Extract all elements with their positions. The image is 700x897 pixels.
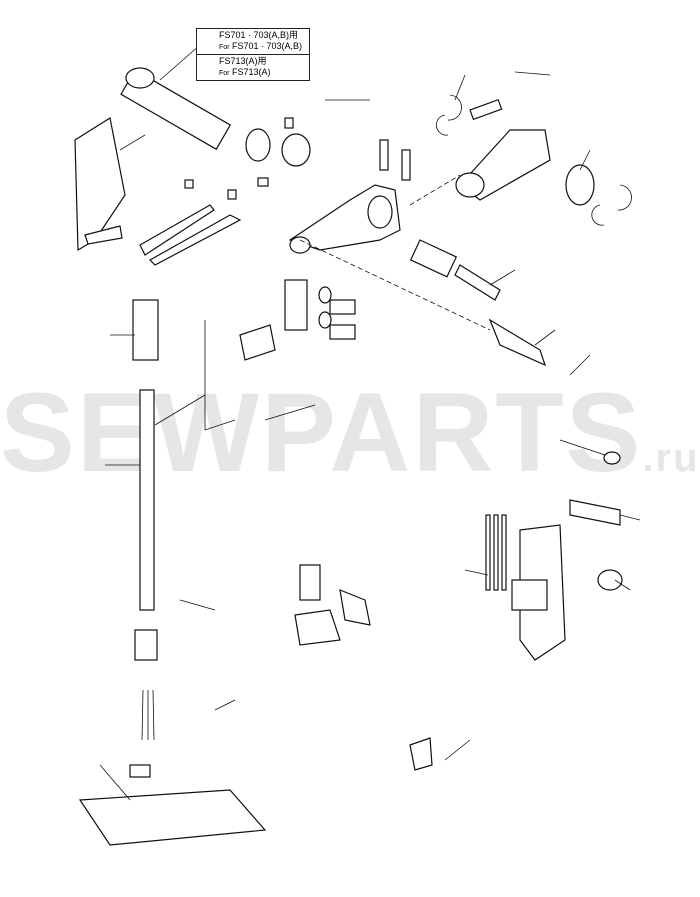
collars <box>245 117 311 187</box>
guard-plate <box>74 117 126 252</box>
needle-bar <box>132 299 159 741</box>
label-en-fs713: FS713(A) <box>232 67 271 77</box>
label-for-prefix: For <box>219 44 230 51</box>
needle-clamp-parts <box>294 564 371 646</box>
throat-plate <box>78 764 267 846</box>
springs-and-rods <box>139 179 242 266</box>
label-row-fs701-703: FS701 · 703(A,B)用 For FS701 · 703(A,B) <box>197 29 309 54</box>
connecting-rod <box>436 94 632 226</box>
model-applicability-label: FS701 · 703(A,B)用 For FS701 · 703(A,B) F… <box>196 28 310 81</box>
label-jp-fs713: FS713(A)用 <box>219 56 267 66</box>
label-en-fs701: FS701 · 703(A,B) <box>232 41 303 51</box>
label-for-prefix: For <box>219 70 230 77</box>
watermark-suffix: .ru <box>642 436 700 480</box>
leader-lines <box>99 71 641 801</box>
watermark: SEWPARTS.ru <box>0 368 700 497</box>
sleeves <box>409 239 546 367</box>
right-bracket <box>409 439 623 771</box>
rocker-arm <box>288 139 411 254</box>
watermark-text: SEWPARTS <box>0 370 643 495</box>
top-shaft-part <box>120 44 232 151</box>
label-row-fs713: FS713(A)用 For FS713(A) <box>197 54 309 80</box>
feed-bar-parts <box>239 279 356 361</box>
label-jp-fs701: FS701 · 703(A,B)用 <box>219 30 299 40</box>
